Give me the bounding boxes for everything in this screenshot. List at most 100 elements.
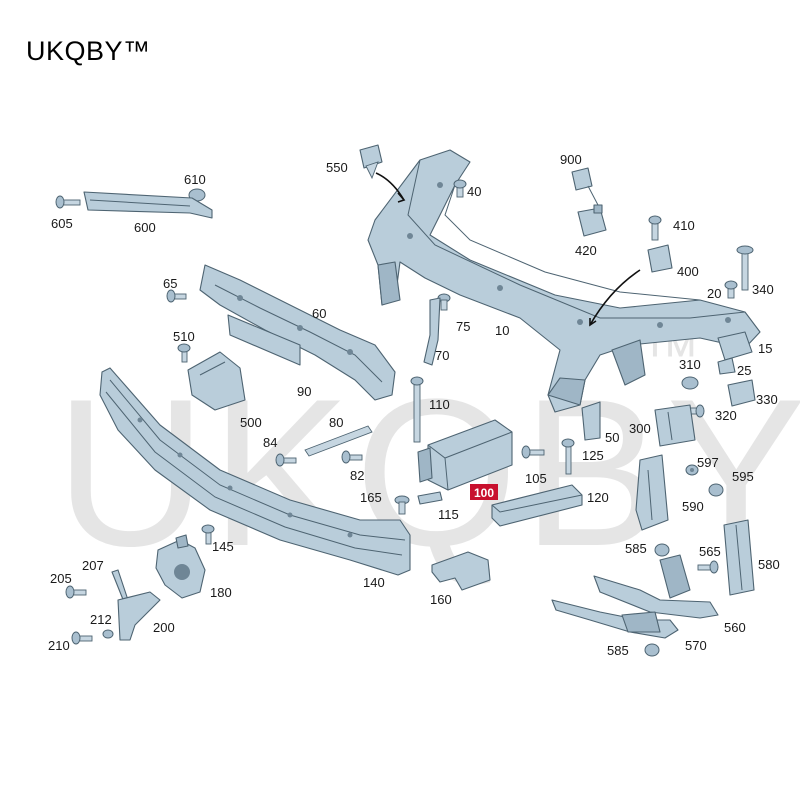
part-565-bolt bbox=[697, 560, 719, 574]
label-140: 140 bbox=[363, 575, 385, 590]
part-82-bolt bbox=[341, 450, 363, 464]
part-605-bolt bbox=[55, 195, 81, 209]
label-900: 900 bbox=[560, 152, 582, 167]
label-330: 330 bbox=[756, 392, 778, 407]
part-500-bracket bbox=[187, 351, 246, 411]
brand-logo-text: UKQBY™ bbox=[26, 36, 151, 66]
label-25: 25 bbox=[737, 363, 751, 378]
part-330-bracket bbox=[727, 379, 756, 407]
label-300: 300 bbox=[629, 421, 651, 436]
part-212-washer bbox=[102, 629, 114, 639]
part-420-bracket bbox=[577, 204, 607, 237]
part-585-bolt-lower bbox=[644, 643, 660, 657]
part-200-bracket bbox=[117, 591, 161, 641]
part-570-bracket bbox=[551, 599, 679, 639]
part-205-bolt bbox=[65, 585, 87, 599]
label-105: 105 bbox=[525, 471, 547, 486]
part-300-bracket bbox=[654, 404, 696, 447]
label-110: 110 bbox=[429, 397, 450, 412]
label-400: 400 bbox=[677, 264, 699, 279]
part-40-bolt bbox=[453, 179, 467, 198]
part-585-bolt-upper bbox=[654, 543, 670, 557]
part-580-bracket bbox=[723, 519, 755, 596]
label-580: 580 bbox=[758, 557, 780, 572]
label-15: 15 bbox=[758, 341, 772, 356]
part-15-latch bbox=[717, 331, 753, 361]
highlight-badge-100 bbox=[470, 484, 498, 500]
part-75-clip bbox=[437, 293, 451, 311]
label-82: 82 bbox=[350, 468, 364, 483]
label-410: 410 bbox=[673, 218, 695, 233]
part-210-bolt bbox=[71, 631, 93, 645]
label-200: 200 bbox=[153, 620, 175, 635]
part-80-rod bbox=[304, 425, 373, 457]
part-560-bracket bbox=[593, 554, 719, 619]
label-605: 605 bbox=[51, 216, 73, 231]
part-120-crash-box bbox=[491, 484, 583, 527]
part-600-bracket bbox=[83, 191, 213, 219]
label-212: 212 bbox=[90, 612, 112, 627]
label-125: 125 bbox=[582, 448, 604, 463]
label-160: 160 bbox=[430, 592, 452, 607]
part-165-bolt bbox=[394, 495, 410, 515]
label-84: 84 bbox=[263, 435, 277, 450]
label-570: 570 bbox=[685, 638, 707, 653]
part-180-bracket bbox=[155, 534, 206, 599]
part-115-clip bbox=[417, 491, 443, 505]
part-50-shield bbox=[581, 401, 601, 441]
label-210: 210 bbox=[48, 638, 70, 653]
label-500: 500 bbox=[240, 415, 262, 430]
label-207: 207 bbox=[82, 558, 104, 573]
label-590: 590 bbox=[682, 499, 704, 514]
label-585-lower: 585 bbox=[607, 643, 629, 658]
label-60: 60 bbox=[312, 306, 326, 321]
label-180: 180 bbox=[210, 585, 232, 600]
arrow-400-to-frame bbox=[589, 269, 641, 326]
part-410-bolt bbox=[648, 215, 662, 241]
label-50: 50 bbox=[605, 430, 619, 445]
part-84-bolt bbox=[275, 453, 297, 467]
part-105-bolt bbox=[521, 445, 545, 459]
label-610: 610 bbox=[184, 172, 206, 187]
part-10-front-end-carrier bbox=[367, 149, 761, 413]
label-65: 65 bbox=[163, 276, 177, 291]
part-70-bracket bbox=[423, 297, 441, 366]
arrowhead-400 bbox=[589, 318, 597, 327]
label-595: 595 bbox=[732, 469, 754, 484]
label-70: 70 bbox=[435, 348, 449, 363]
part-595-bolt bbox=[708, 483, 724, 497]
label-510: 510 bbox=[173, 329, 195, 344]
part-145-bolt bbox=[201, 524, 215, 545]
part-597-washer bbox=[685, 464, 699, 476]
label-597: 597 bbox=[697, 455, 719, 470]
label-420: 420 bbox=[575, 243, 597, 258]
part-900-sensor bbox=[571, 167, 599, 206]
part-160-bracket bbox=[431, 551, 491, 591]
arrowhead-550 bbox=[397, 192, 406, 203]
label-90: 90 bbox=[297, 384, 311, 399]
part-510-bolt bbox=[177, 343, 191, 363]
label-75: 75 bbox=[456, 319, 470, 334]
part-125-bolt bbox=[561, 438, 575, 475]
label-40: 40 bbox=[467, 184, 481, 199]
label-340: 340 bbox=[752, 282, 774, 297]
part-340-long-bolt bbox=[736, 245, 754, 291]
label-145: 145 bbox=[212, 539, 234, 554]
label-205: 205 bbox=[50, 571, 72, 586]
label-560: 560 bbox=[724, 620, 746, 635]
part-25-clip bbox=[717, 357, 736, 375]
part-140-bumper-beam bbox=[99, 367, 411, 576]
label-120: 120 bbox=[587, 490, 609, 505]
label-550: 550 bbox=[326, 160, 348, 175]
part-310-nut bbox=[681, 376, 699, 390]
highlight-label-100: 100 bbox=[474, 486, 494, 500]
part-60-lower-carrier bbox=[199, 264, 396, 401]
label-565: 565 bbox=[699, 544, 721, 559]
label-585-upper: 585 bbox=[625, 541, 647, 556]
part-65-bolt bbox=[166, 289, 187, 303]
label-600: 600 bbox=[134, 220, 156, 235]
part-590-bracket bbox=[635, 454, 669, 531]
part-400-bracket bbox=[647, 244, 673, 273]
